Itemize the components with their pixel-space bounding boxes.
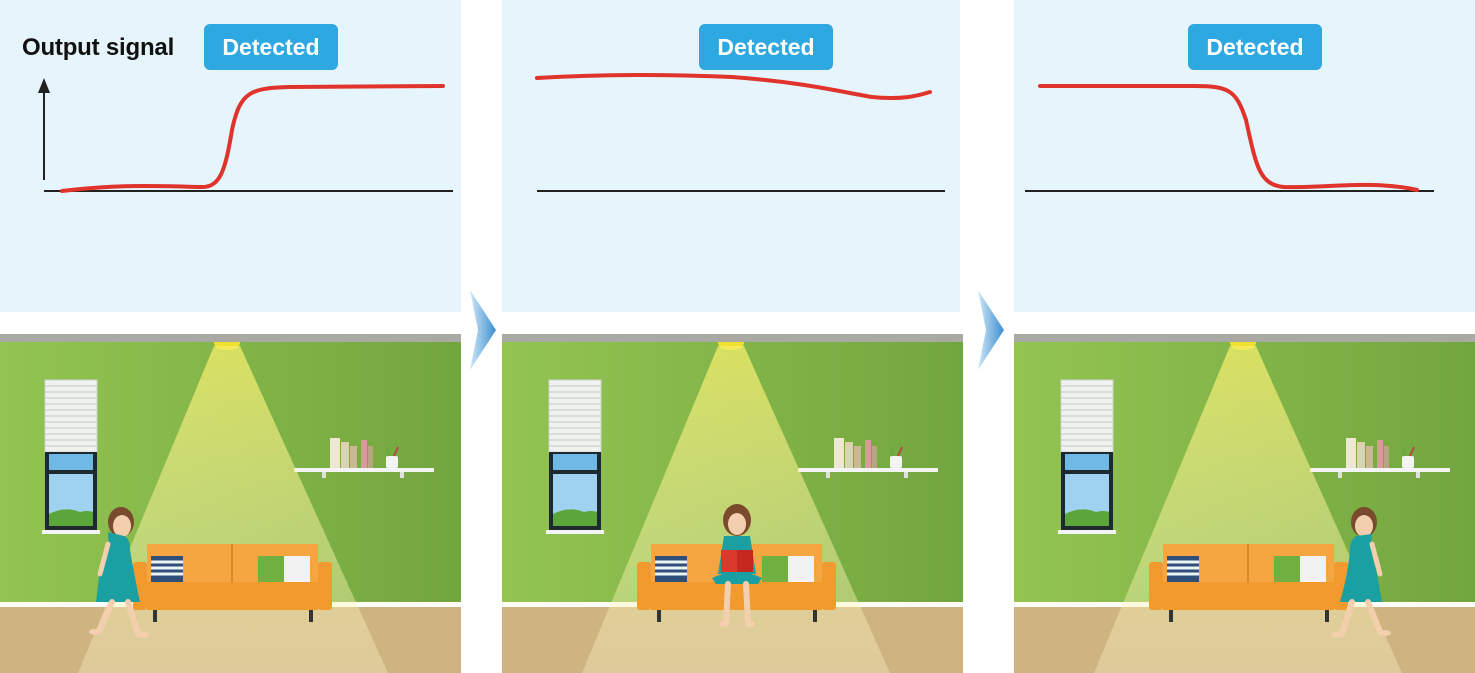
detected-badge: Detected (699, 24, 833, 70)
signal-graph: Output signal Detected (0, 0, 461, 312)
graph-canvas (38, 78, 453, 193)
signal-graph: Detected (502, 0, 960, 312)
graph-canvas (1025, 84, 1434, 192)
graph-canvas (535, 72, 945, 192)
bookshelf (294, 438, 434, 478)
room-scene (502, 334, 963, 673)
chevron-right-icon (978, 290, 1004, 370)
detected-badge: Detected (1188, 24, 1322, 70)
room-scene (1014, 334, 1475, 673)
signal-line (60, 84, 445, 193)
signal-line (535, 72, 932, 101)
sofa (133, 544, 332, 622)
window (1058, 379, 1116, 534)
window (42, 379, 100, 534)
ceiling-strip (502, 334, 963, 342)
panel-2: Detected (502, 0, 963, 673)
y-axis-arrow-icon (38, 78, 50, 93)
bookshelf (1310, 438, 1450, 478)
panel-3: Detected (1014, 0, 1475, 673)
signal-graph: Detected (1014, 0, 1475, 312)
ceiling-strip (0, 334, 461, 342)
detected-badge: Detected (204, 24, 338, 70)
signal-line (1038, 84, 1419, 192)
y-axis-label: Output signal (22, 34, 175, 61)
person-walking (1331, 507, 1391, 638)
bookshelf (798, 438, 938, 478)
room-scene (0, 334, 461, 673)
window (546, 379, 604, 534)
panel-1: Output signal Detected (0, 0, 461, 673)
person-sitting-reading (712, 504, 762, 627)
ceiling-strip (1014, 334, 1475, 342)
person-walking (89, 507, 149, 638)
chevron-right-icon (470, 290, 496, 370)
